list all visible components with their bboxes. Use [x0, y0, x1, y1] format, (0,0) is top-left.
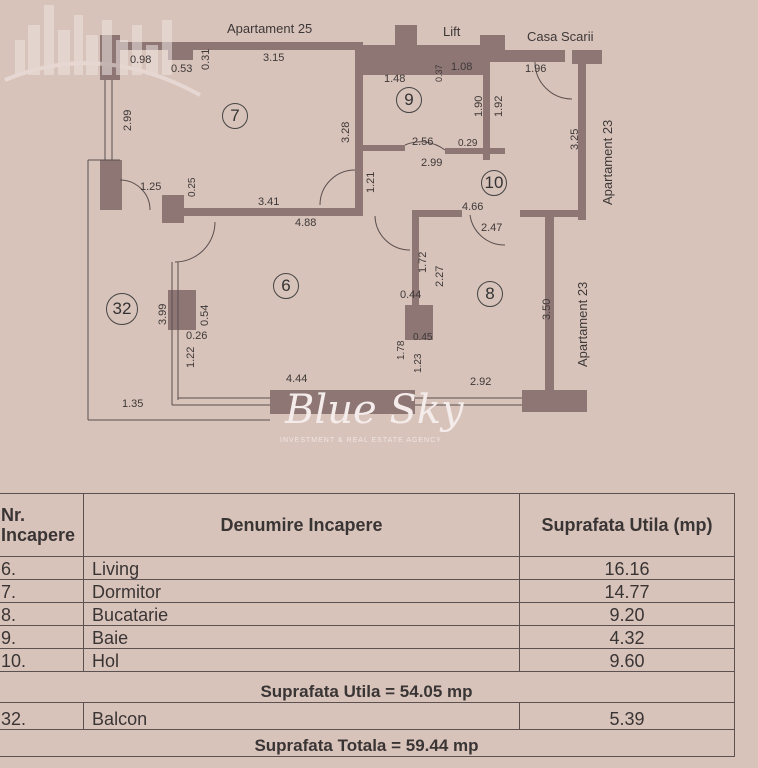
- room-name: Baie: [83, 625, 520, 649]
- dimension-label: 2.47: [481, 222, 503, 234]
- table-row: 6. Living 16.16: [0, 556, 735, 580]
- room-area: 14.77: [519, 579, 735, 603]
- dimension-label: 3.28: [340, 121, 352, 143]
- room-area: 9.60: [519, 648, 735, 672]
- dimension-label: 0.44: [400, 289, 422, 301]
- dimension-label: 2.99: [421, 157, 443, 169]
- dimension-label: 3.25: [569, 128, 581, 150]
- room-area: 9.20: [519, 602, 735, 626]
- dimension-label: 0.54: [199, 304, 211, 326]
- room-areas-table: Nr. Incapere Denumire Incapere Suprafata…: [0, 493, 735, 757]
- table-row: 9. Baie 4.32: [0, 625, 735, 649]
- room-name: Bucatarie: [83, 602, 520, 626]
- dimension-label: 3.99: [157, 303, 169, 325]
- watermark-skyline-logo: [4, 5, 201, 97]
- room-number-9: 9: [396, 87, 422, 113]
- dimension-label: 2.27: [434, 265, 446, 287]
- floor-plan-walls: [87, 25, 602, 421]
- dimension-label: 1.35: [122, 398, 144, 410]
- neighbor-label-lift: Lift: [443, 24, 461, 39]
- neighbor-label-stairs: Casa Scarii: [527, 29, 594, 44]
- usable-area-total: Suprafata Utila = 54.05 mp: [0, 671, 735, 703]
- dimension-label: 4.88: [295, 217, 317, 229]
- dimension-label: 0.37: [434, 64, 444, 82]
- room-number-7: 7: [222, 103, 248, 129]
- dimension-label: 0.45: [413, 332, 433, 343]
- room-name: Dormitor: [83, 579, 520, 603]
- room-area: 4.32: [519, 625, 735, 649]
- table-row: 7. Dormitor 14.77: [0, 579, 735, 603]
- dimension-label: 1.08: [451, 61, 473, 73]
- dimension-label: 0.31: [200, 48, 212, 70]
- room-number: 7.: [0, 579, 85, 603]
- room-area: 16.16: [519, 556, 735, 580]
- dimension-label: 4.44: [286, 373, 308, 385]
- dimension-label: 1.78: [396, 340, 407, 360]
- room-number: 9.: [0, 625, 85, 649]
- neighbor-label-right-upper: Apartament 23: [600, 119, 615, 205]
- room-number-6: 6: [273, 273, 299, 299]
- total-row: Suprafata Totala = 59.44 mp: [0, 729, 735, 757]
- room-number: 8.: [0, 602, 85, 626]
- dimension-label: 1.23: [413, 353, 424, 373]
- table-header-row: Nr. Incapere Denumire Incapere Suprafata…: [0, 493, 735, 557]
- dimension-label: 2.99: [122, 109, 134, 131]
- header-room-number: Nr. Incapere: [0, 493, 85, 557]
- room-name: Balcon: [83, 702, 520, 730]
- dimension-label: 4.66: [462, 201, 484, 213]
- dimension-label: 1.22: [185, 346, 197, 368]
- dimension-label: 1.48: [384, 73, 406, 85]
- room-number: 6.: [0, 556, 85, 580]
- dimension-label: 0.25: [187, 177, 198, 197]
- room-number-10: 10: [481, 170, 507, 196]
- room-number-8: 8: [477, 281, 503, 307]
- dimension-label: 1.72: [417, 251, 429, 273]
- watermark-tagline: INVESTMENT & REAL ESTATE AGENCY: [280, 437, 442, 444]
- dimension-label: 2.92: [470, 376, 492, 388]
- dimension-label: 3.41: [258, 196, 280, 208]
- room-area: 5.39: [519, 702, 735, 730]
- dimension-label: 3.50: [541, 298, 553, 320]
- dimension-label: 0.98: [130, 54, 152, 66]
- room-name: Hol: [83, 648, 520, 672]
- watermark-brand: Blue Sky: [285, 387, 464, 433]
- dimension-label: 1.21: [365, 171, 377, 193]
- dimension-label: 1.92: [493, 95, 505, 117]
- total-area: Suprafata Totala = 59.44 mp: [0, 729, 735, 757]
- table-row: 32. Balcon 5.39: [0, 702, 735, 730]
- dimension-label: 1.96: [525, 63, 547, 75]
- room-number: 10.: [0, 648, 85, 672]
- room-name: Living: [83, 556, 520, 580]
- neighbor-label-right-lower: Apartament 23: [575, 281, 590, 367]
- dimension-label: 0.26: [186, 330, 208, 342]
- room-number: 32.: [0, 702, 85, 730]
- subtotal-row: Suprafata Utila = 54.05 mp: [0, 671, 735, 703]
- table-row: 8. Bucatarie 9.20: [0, 602, 735, 626]
- dimension-label: 1.90: [473, 95, 485, 117]
- dimension-label: 1.25: [140, 181, 162, 193]
- header-usable-area: Suprafata Utila (mp): [519, 493, 735, 557]
- table-row: 10. Hol 9.60: [0, 648, 735, 672]
- dimension-label: 0.29: [458, 138, 478, 149]
- dimension-label: 3.15: [263, 52, 285, 64]
- dimension-label: 2.56: [412, 136, 434, 148]
- neighbor-label-top: Apartament 25: [227, 21, 313, 36]
- room-number-32: 32: [106, 293, 138, 325]
- header-room-name: Denumire Incapere: [83, 493, 520, 557]
- floor-plan: Apartament 25 Lift Casa Scarii Apartamen…: [4, 5, 615, 444]
- dimension-label: 0.53: [171, 63, 193, 75]
